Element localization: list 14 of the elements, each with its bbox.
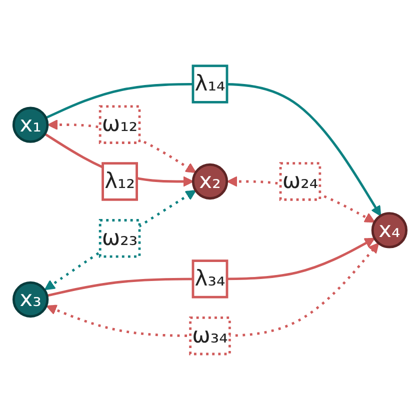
node-circle: x₃: [12, 281, 49, 318]
edge-label: ω₃₄: [192, 323, 228, 349]
edge-label: λ₃₄: [194, 266, 226, 292]
arrow: [44, 190, 196, 290]
edge-label: λ₁₄: [194, 71, 226, 97]
node-circle: x₄: [371, 212, 408, 248]
edge-label: ω₂₃: [102, 226, 138, 252]
edge-label: ω₁₂: [102, 112, 138, 138]
edge-label: λ₁₂: [104, 168, 135, 194]
arrow: [46, 238, 376, 297]
edge-label: ω₂₄: [282, 168, 318, 194]
node-circle: x₁: [12, 106, 49, 143]
node-circle: x₂: [192, 163, 228, 200]
arrow: [46, 242, 380, 338]
